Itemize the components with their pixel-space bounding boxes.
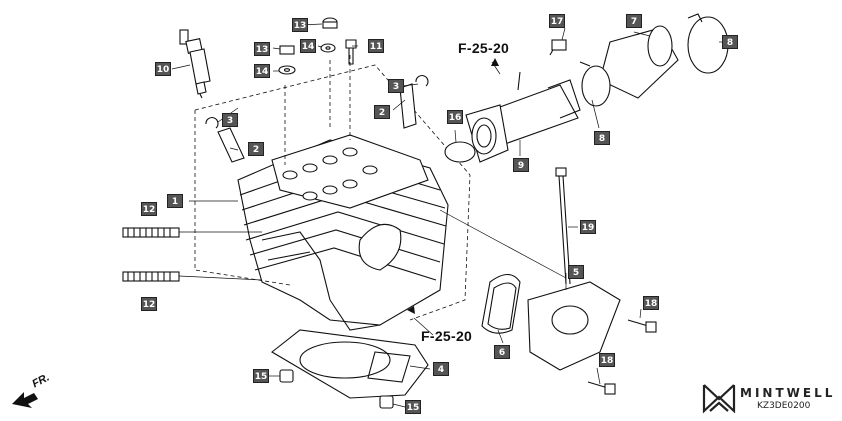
callout-part-16: 16 bbox=[447, 110, 463, 124]
callout-part-11: 11 bbox=[368, 39, 384, 53]
callout-part-13: 13 bbox=[254, 42, 270, 56]
reference-label-bottom: F-25-20 bbox=[421, 328, 473, 344]
stud-bolt-part bbox=[122, 227, 263, 282]
callout-part-15: 15 bbox=[253, 369, 269, 383]
callout-part-14: 14 bbox=[254, 64, 270, 78]
callout-part-2: 2 bbox=[374, 105, 390, 119]
callout-part-6: 6 bbox=[494, 345, 510, 359]
reference-arrow bbox=[491, 58, 499, 66]
callout-part-15: 15 bbox=[405, 400, 421, 414]
callout-part-14: 14 bbox=[300, 39, 316, 53]
small-hardware-part bbox=[278, 17, 357, 75]
callout-part-3: 3 bbox=[388, 79, 404, 93]
leader-lines bbox=[171, 23, 722, 408]
intake-pipe-part bbox=[444, 39, 581, 163]
callout-part-7: 7 bbox=[626, 14, 642, 28]
intake-joint-part bbox=[579, 13, 729, 107]
callout-part-12: 12 bbox=[141, 297, 157, 311]
diagram-code: KZ3DE0200 bbox=[757, 401, 811, 411]
callout-part-8: 8 bbox=[594, 131, 610, 145]
callout-part-17: 17 bbox=[549, 14, 565, 28]
callout-part-5: 5 bbox=[568, 265, 584, 279]
cam-cover-part bbox=[481, 273, 657, 395]
brand-name: MINTWELL bbox=[740, 386, 836, 400]
callout-part-13: 13 bbox=[292, 18, 308, 32]
callout-part-19: 19 bbox=[580, 220, 596, 234]
callout-part-2: 2 bbox=[248, 142, 264, 156]
callout-part-12: 12 bbox=[141, 202, 157, 216]
callout-part-18: 18 bbox=[643, 296, 659, 310]
reference-label-top: F-25-20 bbox=[458, 40, 510, 56]
cylinder-head-part bbox=[237, 134, 449, 331]
brand-logo-icon bbox=[702, 384, 736, 414]
front-direction-arrow-icon bbox=[12, 392, 38, 408]
callout-part-10: 10 bbox=[155, 62, 171, 76]
callout-part-8: 8 bbox=[722, 35, 738, 49]
head-gasket-part bbox=[271, 329, 429, 409]
reference-arrow-bottom bbox=[407, 306, 415, 314]
callout-part-3: 3 bbox=[222, 113, 238, 127]
callout-part-1: 1 bbox=[167, 194, 183, 208]
callout-part-9: 9 bbox=[513, 158, 529, 172]
spark-plug-part bbox=[179, 29, 211, 99]
callout-part-18: 18 bbox=[599, 353, 615, 367]
callout-part-4: 4 bbox=[433, 362, 449, 376]
